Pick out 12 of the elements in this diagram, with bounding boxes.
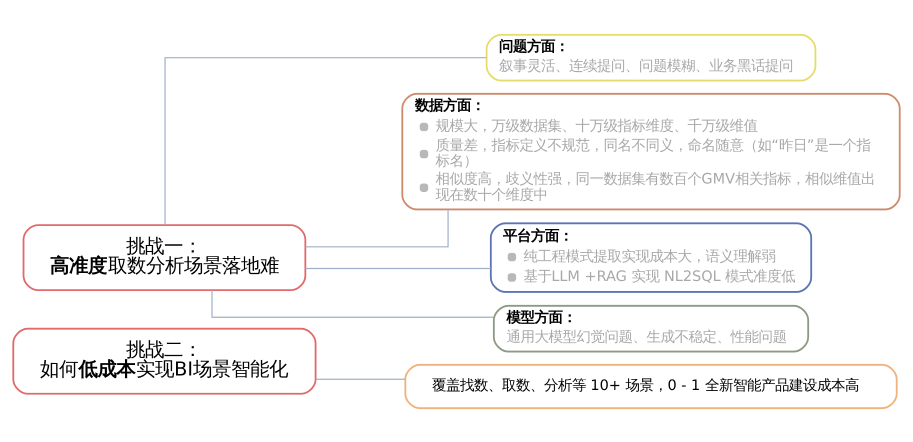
node-box: 数据方面： 规模大，万级数据集、十万级指标维度、千万级维值 质量差，指标定义不规范，同名不同义，命名随意（如“昨日”是一个指标名） 相似度高，歧义性强，同一数据集有数百个GMV相关指标，相似维值出现在数十个维度中 — [401, 92, 901, 210]
node-box: 挑战一： 高准度取数分析场景落地难 — [22, 224, 306, 291]
node-box: 问题方面： 叙事灵活、连续提问、问题模糊、业务黑话提问 — [486, 33, 816, 81]
connector — [306, 267, 491, 269]
node-box: 挑战二： 如何低成本实现BI场景智能化 — [12, 327, 316, 394]
node-box: 覆盖找数、取数、分析等 10+ 场景，0 - 1 全新智能产品建设成本高 — [404, 363, 898, 409]
connector — [316, 378, 406, 380]
connector — [211, 290, 494, 318]
node-box: 模型方面： 通用大模型幻觉问题、生成不稳定、性能问题 — [492, 304, 810, 352]
connector — [164, 56, 486, 225]
node-box: 平台方面： 纯工程模式提取实现成本大，语义理解弱 基于LLM +RAG 实现 NL2SQL 模式准度低 — [490, 222, 812, 292]
connector — [305, 209, 449, 247]
